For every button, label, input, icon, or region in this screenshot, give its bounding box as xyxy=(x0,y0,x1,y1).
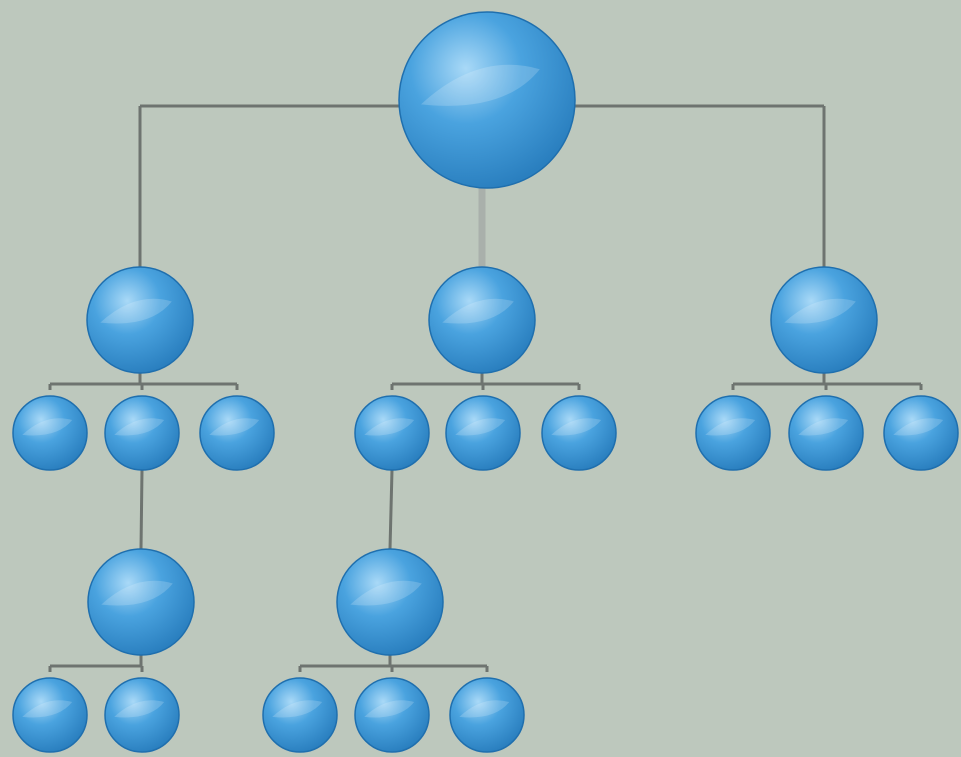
sphere-node-icon xyxy=(200,396,274,470)
sphere-node-icon xyxy=(429,267,535,373)
vertical-connector xyxy=(141,470,142,549)
sphere-node-icon xyxy=(450,678,524,752)
sphere-node-icon xyxy=(542,396,616,470)
sphere-node-icon xyxy=(13,678,87,752)
sphere-node-icon xyxy=(789,396,863,470)
sphere-node-icon xyxy=(105,396,179,470)
sphere-node-icon xyxy=(884,396,958,470)
sphere-node-icon xyxy=(105,678,179,752)
sphere-node-icon xyxy=(355,396,429,470)
sphere-node-icon xyxy=(88,549,194,655)
sphere-node-icon xyxy=(771,267,877,373)
sphere-node-icon xyxy=(87,267,193,373)
sphere-node-icon xyxy=(446,396,520,470)
sphere-node-icon xyxy=(355,678,429,752)
sphere-node-icon xyxy=(13,396,87,470)
sphere-node-icon xyxy=(399,12,575,188)
sphere-node-icon xyxy=(696,396,770,470)
sphere-node-icon xyxy=(263,678,337,752)
vertical-connector xyxy=(390,470,392,549)
sphere-node-icon xyxy=(337,549,443,655)
